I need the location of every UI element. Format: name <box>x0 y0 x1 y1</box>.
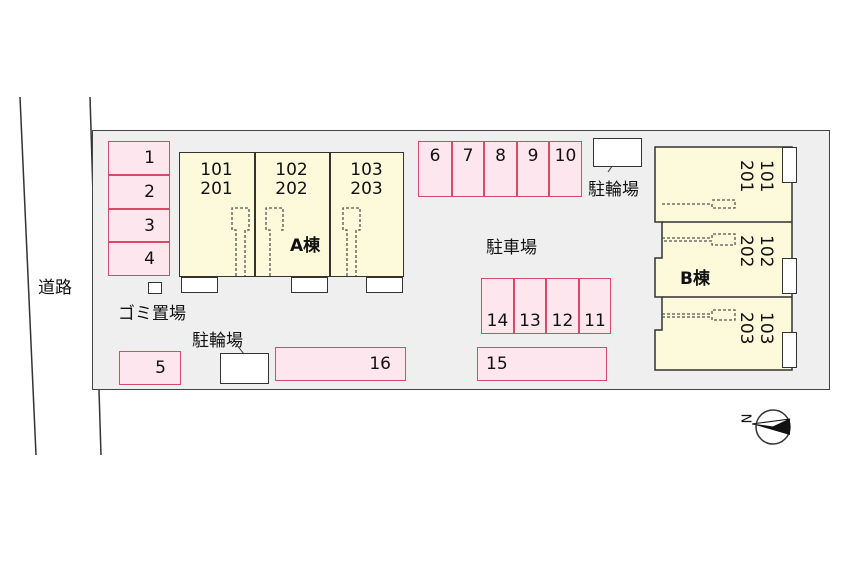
compass-needle-half <box>751 418 791 428</box>
bike-parking-label-bottom: 駐輪場 <box>192 331 243 351</box>
road-label: 道路 <box>38 278 72 298</box>
parking-space-12: 12 <box>546 278 579 334</box>
parking-space-1: 1 <box>108 141 170 175</box>
parking-space-15: 15 <box>477 347 607 381</box>
unit-number-bottom: 202 <box>736 235 756 268</box>
building-a-divider <box>254 152 256 277</box>
unit-number-top: 102 <box>275 160 308 180</box>
utility-box <box>291 277 328 293</box>
utility-box <box>782 258 797 294</box>
parking-space-5: 5 <box>119 351 181 385</box>
parking-space-3: 3 <box>108 209 170 242</box>
utility-box <box>181 277 218 293</box>
unit-number-bottom: 203 <box>350 179 383 199</box>
unit-number-top: 103 <box>350 160 383 180</box>
parking-space-11: 11 <box>579 278 611 334</box>
parking-area-label: 駐車場 <box>486 238 537 258</box>
utility-box <box>782 147 797 183</box>
building-a-divider <box>329 152 331 277</box>
stair-outline <box>342 207 361 276</box>
compass-north-label: N <box>737 413 753 424</box>
parking-space-7: 7 <box>452 141 484 197</box>
compass <box>751 409 791 445</box>
unit-number-top: 101 <box>756 160 776 193</box>
parking-space-4: 4 <box>108 242 170 276</box>
unit-number-top: 101 <box>200 160 233 180</box>
unit-number-bottom: 202 <box>275 179 308 199</box>
building-a-unit-2: 102 202 <box>254 161 329 199</box>
bike-parking-label-top: 駐輪場 <box>588 180 639 200</box>
parking-space-2: 2 <box>108 175 170 209</box>
building-b-label: B棟 <box>680 269 710 289</box>
building-a <box>179 152 404 277</box>
unit-number-top: 102 <box>756 235 776 268</box>
unit-number-bottom: 201 <box>200 179 233 199</box>
stair-outline <box>231 207 250 276</box>
utility-box <box>366 277 403 293</box>
stair-outline <box>662 199 736 209</box>
parking-space-8: 8 <box>484 141 517 197</box>
stair-outline <box>662 233 736 246</box>
building-a-unit-1: 101 201 <box>179 161 254 199</box>
parking-space-13: 13 <box>514 278 546 334</box>
building-a-label: A棟 <box>290 236 321 256</box>
unit-number-bottom: 203 <box>736 312 756 345</box>
bike-parking-bottom <box>220 353 269 384</box>
parking-space-10: 10 <box>549 141 582 197</box>
parking-space-6: 6 <box>418 141 452 197</box>
utility-box <box>782 332 797 368</box>
stair-outline <box>265 207 284 276</box>
bike-leader-line-bottom <box>235 343 245 355</box>
trash-label: ゴミ置場 <box>118 304 186 324</box>
trash-area-box <box>148 282 162 294</box>
unit-number-bottom: 201 <box>736 160 756 193</box>
building-a-unit-3: 103 203 <box>329 161 404 199</box>
bike-parking-top <box>593 138 642 167</box>
parking-space-14: 14 <box>481 278 514 334</box>
parking-space-16: 16 <box>275 347 406 381</box>
parking-space-9: 9 <box>517 141 549 197</box>
road-edge-line <box>19 96 37 456</box>
stair-outline <box>662 309 736 321</box>
unit-number-top: 103 <box>756 312 776 345</box>
